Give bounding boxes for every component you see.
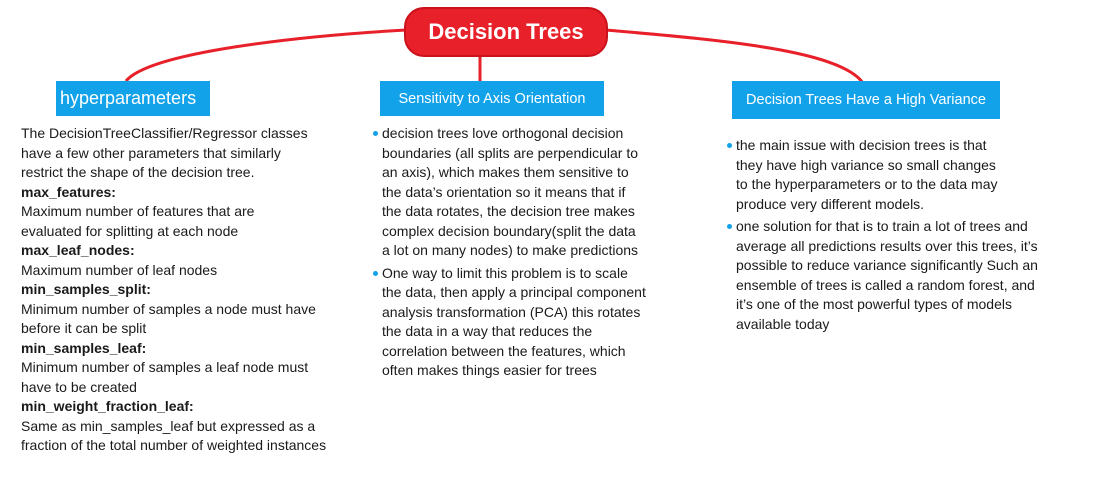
bullet-line: one solution for that is to train a lot …: [736, 218, 1028, 234]
bullet-item: decision trees love orthogonal decision b…: [373, 124, 646, 261]
bullet-line: a lot on many nodes) to make predictions: [382, 242, 639, 258]
bullet-line: correlation between the features, which: [382, 342, 626, 359]
branch-hyperparameters: hyperparameters: [56, 81, 210, 116]
bullet-line: they have high variance so small changes: [736, 156, 996, 173]
hyperparameters-notes: The DecisionTreeClassifier/Regressor cla…: [21, 124, 326, 456]
note-line: evaluated for splitting at each node: [21, 222, 239, 239]
root-node-title: Decision Trees: [404, 7, 608, 57]
branch-high-variance: Decision Trees Have a High Variance: [732, 81, 1000, 119]
note-line: Minimum number of samples a leaf node mu…: [21, 359, 309, 375]
note-line: restrict the shape of the decision tree.: [21, 164, 255, 180]
bullet-line: ensemble of trees is called a random for…: [736, 276, 1035, 293]
note-line: The DecisionTreeClassifier/Regressor cla…: [21, 125, 308, 141]
note-line: Minimum number of samples a node must ha…: [21, 300, 316, 317]
high-variance-notes: the main issue with decision trees is th…: [727, 136, 1038, 337]
parameter-name: max_leaf_nodes:: [21, 242, 135, 258]
bullet-line: the data rotates, the decision tree make…: [382, 203, 635, 219]
bullet-line: an axis), which makes them sensitive to: [382, 164, 629, 180]
note-line: have to be created: [21, 378, 137, 395]
axis-orientation-notes: decision trees love orthogonal decision b…: [373, 124, 646, 384]
bullet-line: possible to reduce variance significantl…: [736, 257, 1038, 273]
parameter-name: min_weight_fraction_leaf:: [21, 398, 194, 414]
parameter-name: min_samples_leaf:: [21, 339, 147, 356]
note-line: fraction of the total number of weighted…: [21, 437, 327, 453]
note-line: have a few other parameters that similar…: [21, 144, 281, 161]
bullet-line: analysis transformation (PCA) this rotat…: [382, 303, 641, 320]
bullet-line: it’s one of the most powerful types of m…: [736, 296, 1012, 312]
bullet-item: one solution for that is to train a lot …: [727, 217, 1038, 334]
note-line: Maximum number of features that are: [21, 203, 255, 219]
bullet-line: often makes things easier for trees: [382, 362, 597, 378]
bullet-line: to the hyperparameters or to the data ma…: [736, 176, 998, 192]
parameter-name: min_samples_split:: [21, 281, 151, 297]
bullet-line: the data in a way that reduces the: [382, 323, 593, 339]
note-line: Maximum number of leaf nodes: [21, 261, 218, 278]
bullet-line: average all predictions results over thi…: [736, 237, 1038, 254]
bullet-line: produce very different models.: [736, 195, 925, 212]
bullet-line: decision trees love orthogonal decision: [382, 125, 624, 141]
bullet-line: the data, then apply a principal compone…: [382, 284, 646, 300]
bullet-line: the data’s orientation so it means that …: [382, 183, 626, 200]
parameter-name: max_features:: [21, 183, 116, 200]
bullet-line: One way to limit this problem is to scal…: [382, 264, 628, 281]
bullet-line: complex decision boundary(split the data: [382, 222, 636, 239]
bullet-item: the main issue with decision trees is th…: [727, 136, 1038, 214]
connector-right: [605, 28, 865, 84]
bullet-item: One way to limit this problem is to scal…: [373, 264, 646, 381]
branch-axis-orientation: Sensitivity to Axis Orientation: [380, 81, 604, 116]
note-line: before it can be split: [21, 320, 147, 336]
bullet-line: the main issue with decision trees is th…: [736, 137, 987, 153]
bullet-line: boundaries (all splits are perpendicular…: [382, 144, 639, 161]
bullet-line: available today: [736, 315, 830, 332]
note-line: Same as min_samples_leaf but expressed a…: [21, 417, 316, 434]
connector-left: [124, 28, 407, 83]
